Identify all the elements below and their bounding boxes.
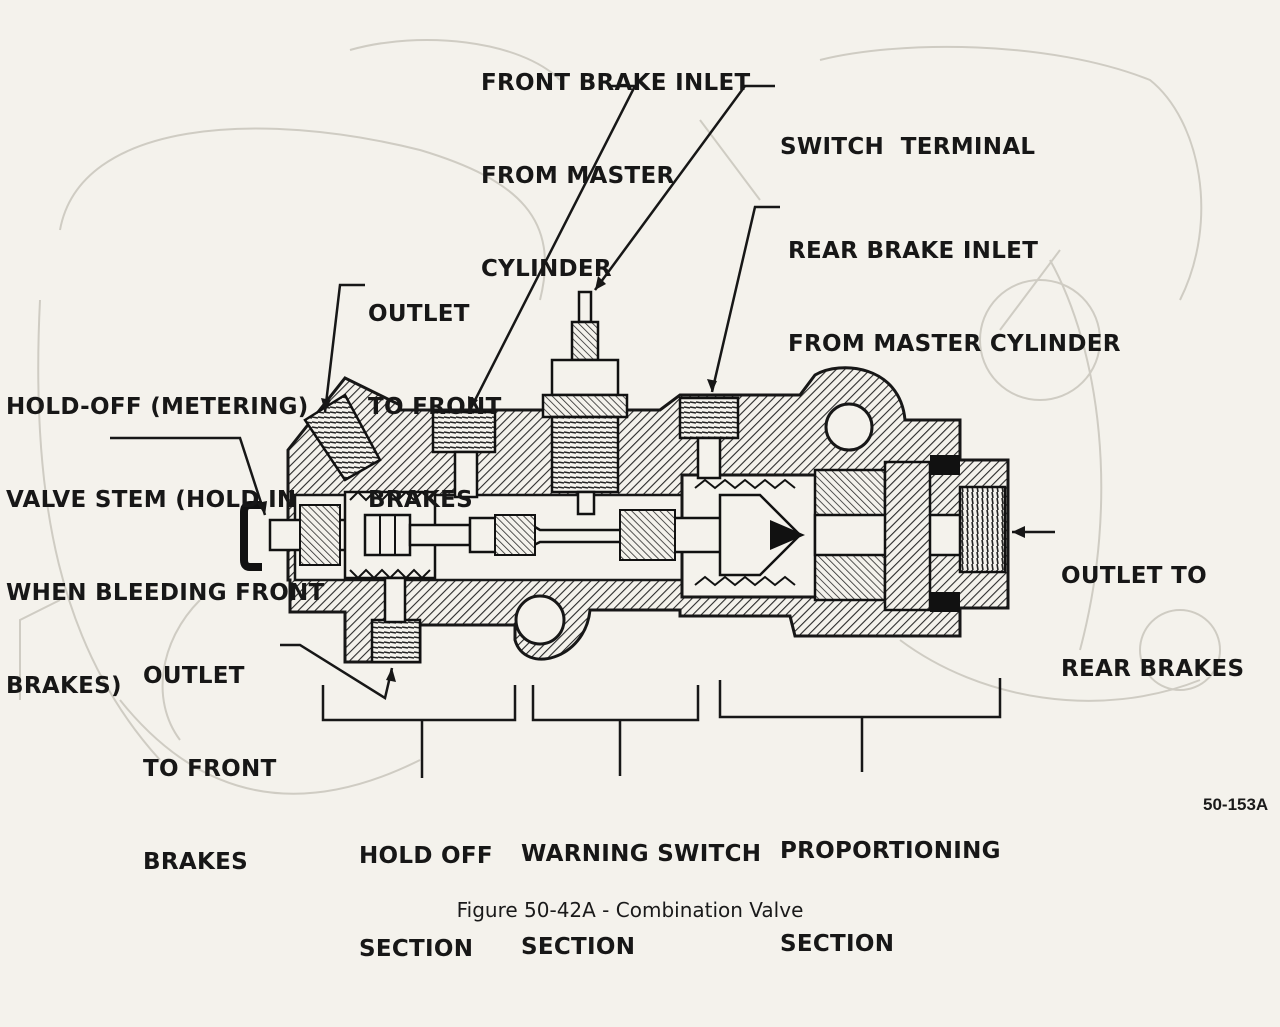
manual-page: FRONT BRAKE INLET FROM MASTER CYLINDER S… [6,6,1269,962]
callout-line: VALVE STEM (HOLD IN [6,487,297,513]
callout-line: BRAKES [368,487,473,513]
section-label-line: HOLD OFF [359,843,493,869]
section-label-line: PROPORTIONING [780,838,1001,864]
bracket-hold-off [321,685,517,722]
callout-line: OUTLET [368,301,470,327]
callout-line: FROM MASTER CYLINDER [788,331,1121,357]
section-brackets [321,678,1002,778]
section-label-line: WARNING SWITCH [521,841,762,867]
rear-inlet-port [678,396,740,440]
section-label-line: SECTION [521,934,636,960]
callout-line: TO FRONT [143,756,277,782]
callout-line: OUTLET TO [1061,563,1207,589]
callout-line: HOLD-OFF (METERING) [6,394,309,420]
callout-front-brake-inlet: FRONT BRAKE INLET FROM MASTER CYLINDER [481,6,750,347]
leader-front-inlet [468,84,638,411]
callout-line: WHEN BLEEDING FRONT [6,580,325,606]
callout-line: FROM MASTER [481,163,675,189]
callout-line: FRONT BRAKE INLET [481,70,751,96]
leader-rear-inlet [710,205,780,393]
section-label-line: SECTION [780,931,895,957]
proportioning-valve [694,455,962,612]
callout-line: BRAKES [143,849,248,875]
leader-hold-off-stem [110,436,267,516]
callout-line: SWITCH TERMINAL [780,134,1036,160]
bracket-warning-switch [531,685,700,722]
leader-switch-terminal [593,84,775,291]
callout-line: REAR BRAKES [1061,656,1245,682]
leader-lines [110,84,1055,700]
combination-valve-diagram [110,84,1055,778]
rear-outlet-port [958,485,1007,574]
figure-code: 50-153A [1203,795,1269,814]
background-ghost-drawing [19,39,1221,795]
bracket-proportioning [718,678,1002,719]
callout-hold-off-valve-stem: HOLD-OFF (METERING) VALVE STEM (HOLD IN … [6,330,325,764]
callout-outlet-front-top: OUTLET TO FRONT BRAKES [368,237,502,578]
figure-caption: Figure 50-42A - Combination Valve [456,898,804,922]
leader-outlet-front-top [323,283,365,413]
leader-outlet-front-bottom [280,643,394,700]
front-inlet-port [431,410,497,454]
callout-line: BRAKES) [6,673,122,699]
front-outlet-port-bottom [370,618,422,664]
section-label-line: SECTION [359,936,474,962]
mounting-hole-lower [514,594,566,646]
callout-line: CYLINDER [481,256,612,282]
callout-rear-brake-inlet: REAR BRAKE INLET FROM MASTER CYLINDER [788,174,1121,422]
callout-outlet-rear-brakes: OUTLET TO REAR BRAKES [1061,499,1244,747]
mounting-hole-upper [824,402,874,452]
callout-outlet-front-bottom: OUTLET TO FRONT BRAKES [143,599,277,940]
warning-switch [468,290,737,561]
callout-line: REAR BRAKE INLET [788,238,1039,264]
callout-switch-terminal: SWITCH TERMINAL [780,70,1035,225]
callout-line: TO FRONT [368,394,502,420]
callout-line: OUTLET [143,663,245,689]
arrowheads [257,276,1025,682]
